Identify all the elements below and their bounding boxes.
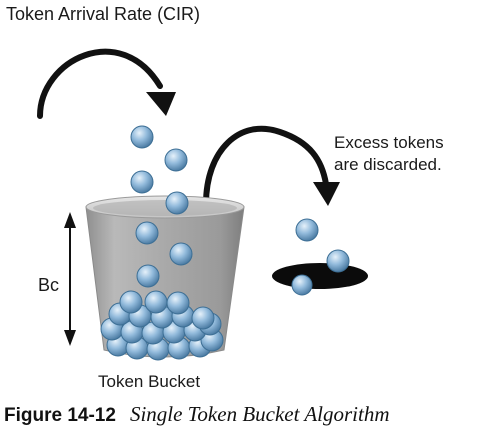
discarded-tokens [291,218,350,296]
figure-number: Figure 14-12 [4,405,116,426]
arrival-arrow [37,48,163,119]
token [169,242,193,266]
token [326,249,350,273]
token [130,170,154,194]
bc-arrowhead-bottom [64,330,76,346]
discard-arrow [203,125,329,207]
bucket-depth-label: Bc [38,275,60,295]
token [130,125,154,149]
token [166,291,190,315]
token [164,148,188,172]
token [291,274,313,296]
token [135,221,159,245]
bucket-inner-opening [93,200,237,216]
excess-tokens-line-2: are discarded. [334,155,442,174]
token [165,191,189,215]
arrival-arrowhead [146,92,176,116]
arriving-tokens [130,125,189,215]
bucket-token-pile [100,290,224,361]
token [136,264,160,288]
token [144,290,168,314]
excess-tokens-label: Excess tokens are discarded. [334,132,444,176]
figure-caption: Figure 14-12 Single Token Bucket Algorith… [4,402,490,428]
figure-title: Single Token Bucket Algorithm [129,402,390,426]
token-bucket-label: Token Bucket [98,372,201,391]
discard-hole [272,263,368,289]
token [191,306,215,330]
arrival-rate-label: Token Arrival Rate (CIR) [6,4,201,24]
excess-tokens-line-1: Excess tokens [334,133,444,152]
bc-arrowhead-top [64,212,76,228]
token [119,290,143,314]
discard-arrowhead [313,182,340,206]
bucket-falling-tokens [135,221,193,288]
token [295,218,319,242]
